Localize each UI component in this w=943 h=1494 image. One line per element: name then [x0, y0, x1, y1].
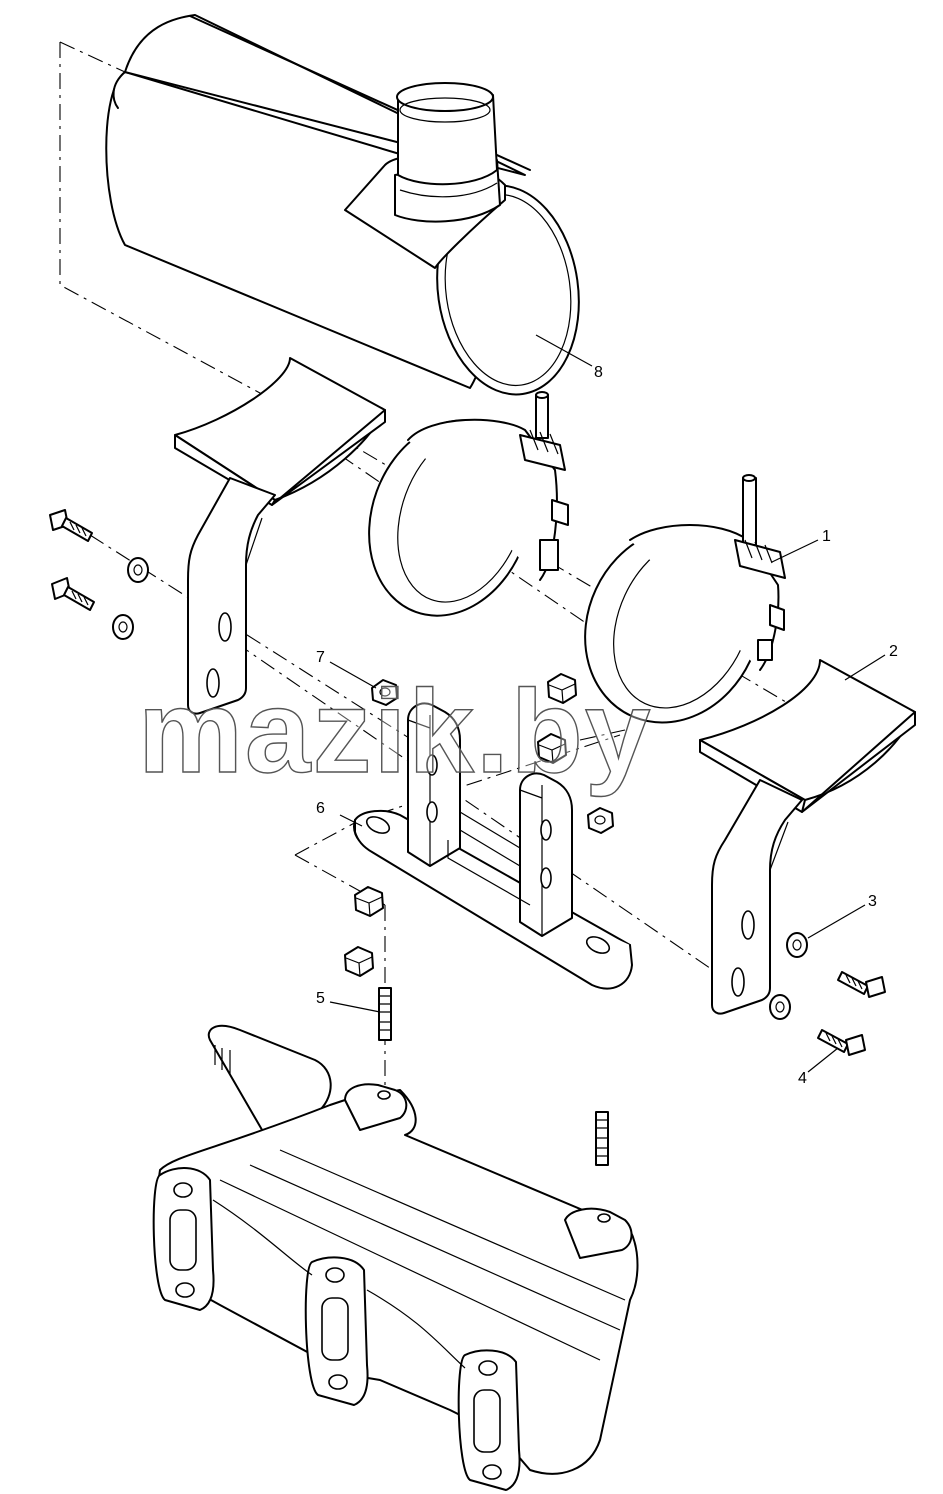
- callout-5: 5: [316, 990, 325, 1007]
- callout-4: 4: [798, 1070, 807, 1087]
- bolts-washers-left: [49, 509, 149, 640]
- callout-7: 7: [316, 649, 325, 666]
- support-base: [353, 702, 633, 990]
- exhaust-manifold: [152, 1024, 639, 1491]
- bolts-washers-right: [769, 932, 886, 1056]
- nuts: [344, 673, 614, 977]
- callouts: 1 2 3 4 5 6 7 8: [316, 364, 898, 1087]
- callout-8: 8: [594, 364, 603, 381]
- callout-3: 3: [868, 893, 877, 910]
- clamp-right: [584, 474, 786, 724]
- callout-1: 1: [822, 528, 831, 545]
- bracket-left: [174, 357, 386, 715]
- callout-2: 2: [889, 643, 898, 660]
- bracket-right: [699, 659, 916, 1015]
- studs: [378, 987, 609, 1166]
- clamp-left: [368, 391, 569, 617]
- muffler: [105, 14, 580, 396]
- leader-lines: [329, 334, 886, 1073]
- callout-6: 6: [316, 800, 325, 817]
- watermark-text: mazik.by: [138, 666, 652, 798]
